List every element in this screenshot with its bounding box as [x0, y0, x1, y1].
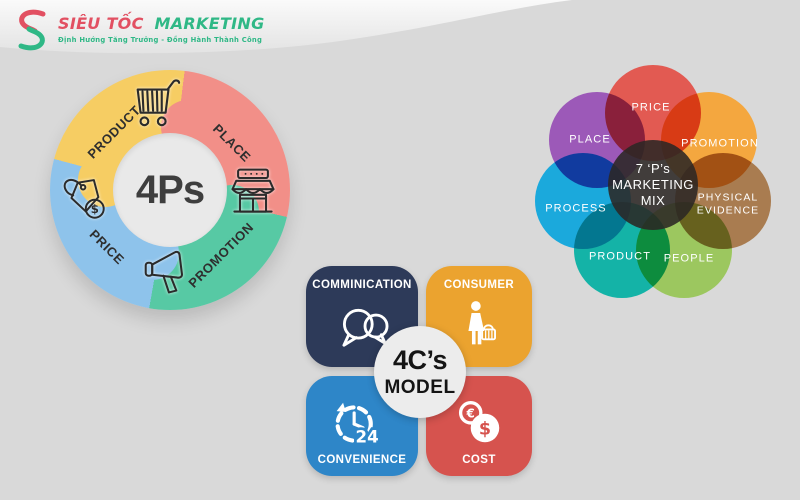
seven-ps-label-promotion: PROMOTION	[681, 137, 759, 150]
clock-24-halo: 24	[356, 427, 379, 446]
euro-coin-glyph: €	[466, 406, 475, 420]
brand-name: SIÊU TỐC MARKETING	[58, 14, 265, 33]
seven-ps-label-people: PEOPLE	[663, 252, 715, 265]
four-cs-label-convenience: CONVENIENCE	[317, 454, 407, 466]
donut-hole	[113, 133, 227, 247]
seven-ps-label-process: PROCESS	[545, 202, 607, 215]
brand-name-primary: SIÊU TỐC	[58, 14, 144, 33]
four-cs-label-consumer: CONSUMER	[443, 279, 515, 291]
top-wave-decoration	[0, 0, 572, 54]
seven-ps-label-physical-evidence: PHYSICAL EVIDENCE	[696, 191, 760, 216]
megaphone-icon	[144, 250, 183, 294]
storefront-icon	[231, 168, 275, 213]
seven-ps-center-circle	[608, 140, 698, 230]
four-cs-subtitle: MODEL	[384, 377, 456, 398]
four-cs-label-commination: COMMINICATION	[312, 279, 412, 291]
four-ps-title: 4Ps	[135, 167, 205, 212]
consumer-basket-icon	[468, 301, 496, 345]
four-cs-label-cost: COST	[462, 454, 496, 466]
logo-s-icon	[18, 9, 46, 51]
tag-dollar-glyph: $	[91, 202, 99, 216]
seven-ps-title-line3: MIX	[640, 193, 666, 209]
seven-ps-title-line2: MARKETING	[612, 176, 694, 192]
seven-ps-label-price: PRICE	[631, 101, 671, 114]
four-cs-diagram: 24 € $ COMMINICATION CONSUMER CONVENIENC…	[300, 258, 540, 488]
four-cs-title: 4C’s	[392, 345, 448, 375]
brand-logo: SIÊU TỐC MARKETING Định Hướng Tăng Trưởn…	[12, 8, 265, 52]
clock-24-icon: 24	[335, 402, 381, 448]
seven-ps-label-product: PRODUCT	[588, 250, 652, 263]
brand-tagline: Định Hướng Tăng Trưởng - Đồng Hành Thành…	[58, 36, 263, 44]
seven-ps-diagram: 7 ‘P’s MARKETING MIX PRICE PROMOTION PHY…	[505, 55, 800, 315]
price-tags-icon: $	[63, 178, 105, 219]
seven-ps-title-line1: 7 ‘P’s	[635, 160, 671, 176]
brand-name-secondary: MARKETING	[154, 14, 265, 33]
shopping-cart-icon	[136, 79, 181, 127]
four-cs-center-circle: 4C’s MODEL	[374, 326, 466, 418]
four-ps-diagram: $ PRODUCT PLACE PROMOTION PRICE 4Ps	[50, 70, 290, 310]
coins-icon: € $	[458, 401, 500, 443]
seven-ps-label-place: PLACE	[569, 133, 611, 146]
seven-ps-title: 7 ‘P’s MARKETING MIX	[608, 140, 698, 230]
dollar-coin-glyph: $	[479, 419, 491, 439]
